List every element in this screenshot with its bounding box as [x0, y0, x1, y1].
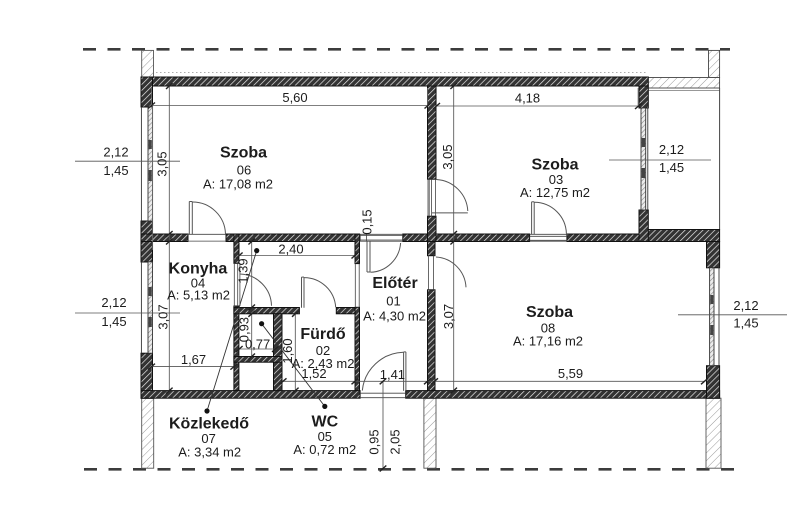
- svg-text:01: 01: [386, 294, 400, 309]
- svg-text:1,41: 1,41: [380, 367, 405, 382]
- svg-text:Fürdő: Fürdő: [300, 326, 346, 343]
- svg-text:A: 5,13 m2: A: 5,13 m2: [167, 288, 230, 303]
- svg-text:1,45: 1,45: [101, 314, 126, 329]
- svg-text:Közlekedő: Közlekedő: [169, 416, 249, 433]
- svg-text:1,45: 1,45: [659, 160, 684, 175]
- svg-text:3,07: 3,07: [441, 304, 456, 329]
- svg-text:2,12: 2,12: [103, 145, 128, 160]
- svg-text:06: 06: [237, 163, 251, 178]
- svg-text:A: 17,16 m2: A: 17,16 m2: [513, 334, 583, 349]
- svg-text:0,93: 0,93: [237, 317, 252, 342]
- svg-text:Konyha: Konyha: [169, 261, 228, 278]
- svg-text:05: 05: [318, 429, 332, 444]
- svg-text:Szoba: Szoba: [531, 157, 578, 174]
- svg-text:07: 07: [201, 431, 215, 446]
- svg-text:1,67: 1,67: [181, 352, 206, 367]
- svg-text:2,05: 2,05: [387, 429, 402, 454]
- svg-text:A: 4,30 m2: A: 4,30 m2: [363, 309, 426, 324]
- svg-text:A: 3,34 m2: A: 3,34 m2: [178, 445, 241, 460]
- svg-text:08: 08: [541, 321, 555, 336]
- svg-text:1,45: 1,45: [103, 163, 128, 178]
- svg-text:0,15: 0,15: [359, 209, 374, 234]
- svg-text:A: 12,75 m2: A: 12,75 m2: [520, 185, 590, 200]
- svg-text:2,12: 2,12: [659, 142, 684, 157]
- svg-text:02: 02: [316, 343, 330, 358]
- svg-text:3,05: 3,05: [154, 151, 169, 176]
- svg-text:1,60: 1,60: [280, 338, 295, 363]
- svg-text:2,12: 2,12: [101, 295, 126, 310]
- svg-text:1,45: 1,45: [733, 316, 758, 331]
- svg-text:Szoba: Szoba: [220, 145, 267, 162]
- svg-text:3,05: 3,05: [440, 144, 455, 169]
- svg-text:1,39: 1,39: [235, 258, 250, 283]
- svg-text:2,40: 2,40: [278, 242, 303, 257]
- svg-text:3,07: 3,07: [155, 304, 170, 329]
- svg-text:A: 17,08 m2: A: 17,08 m2: [203, 177, 273, 192]
- svg-text:5,60: 5,60: [282, 90, 307, 105]
- svg-text:03: 03: [549, 172, 563, 187]
- svg-text:A: 2,43 m2: A: 2,43 m2: [292, 356, 355, 371]
- svg-text:4,18: 4,18: [515, 91, 540, 106]
- svg-text:1,52: 1,52: [301, 366, 326, 381]
- svg-text:0,95: 0,95: [366, 429, 381, 454]
- svg-text:A: 0,72 m2: A: 0,72 m2: [293, 442, 356, 457]
- svg-text:Előtér: Előtér: [372, 275, 417, 292]
- svg-text:WC: WC: [311, 414, 338, 431]
- svg-text:Szoba: Szoba: [526, 304, 573, 321]
- svg-text:2,12: 2,12: [733, 298, 758, 313]
- svg-text:0,77: 0,77: [245, 337, 270, 352]
- svg-text:04: 04: [191, 276, 205, 291]
- svg-text:5,59: 5,59: [558, 366, 583, 381]
